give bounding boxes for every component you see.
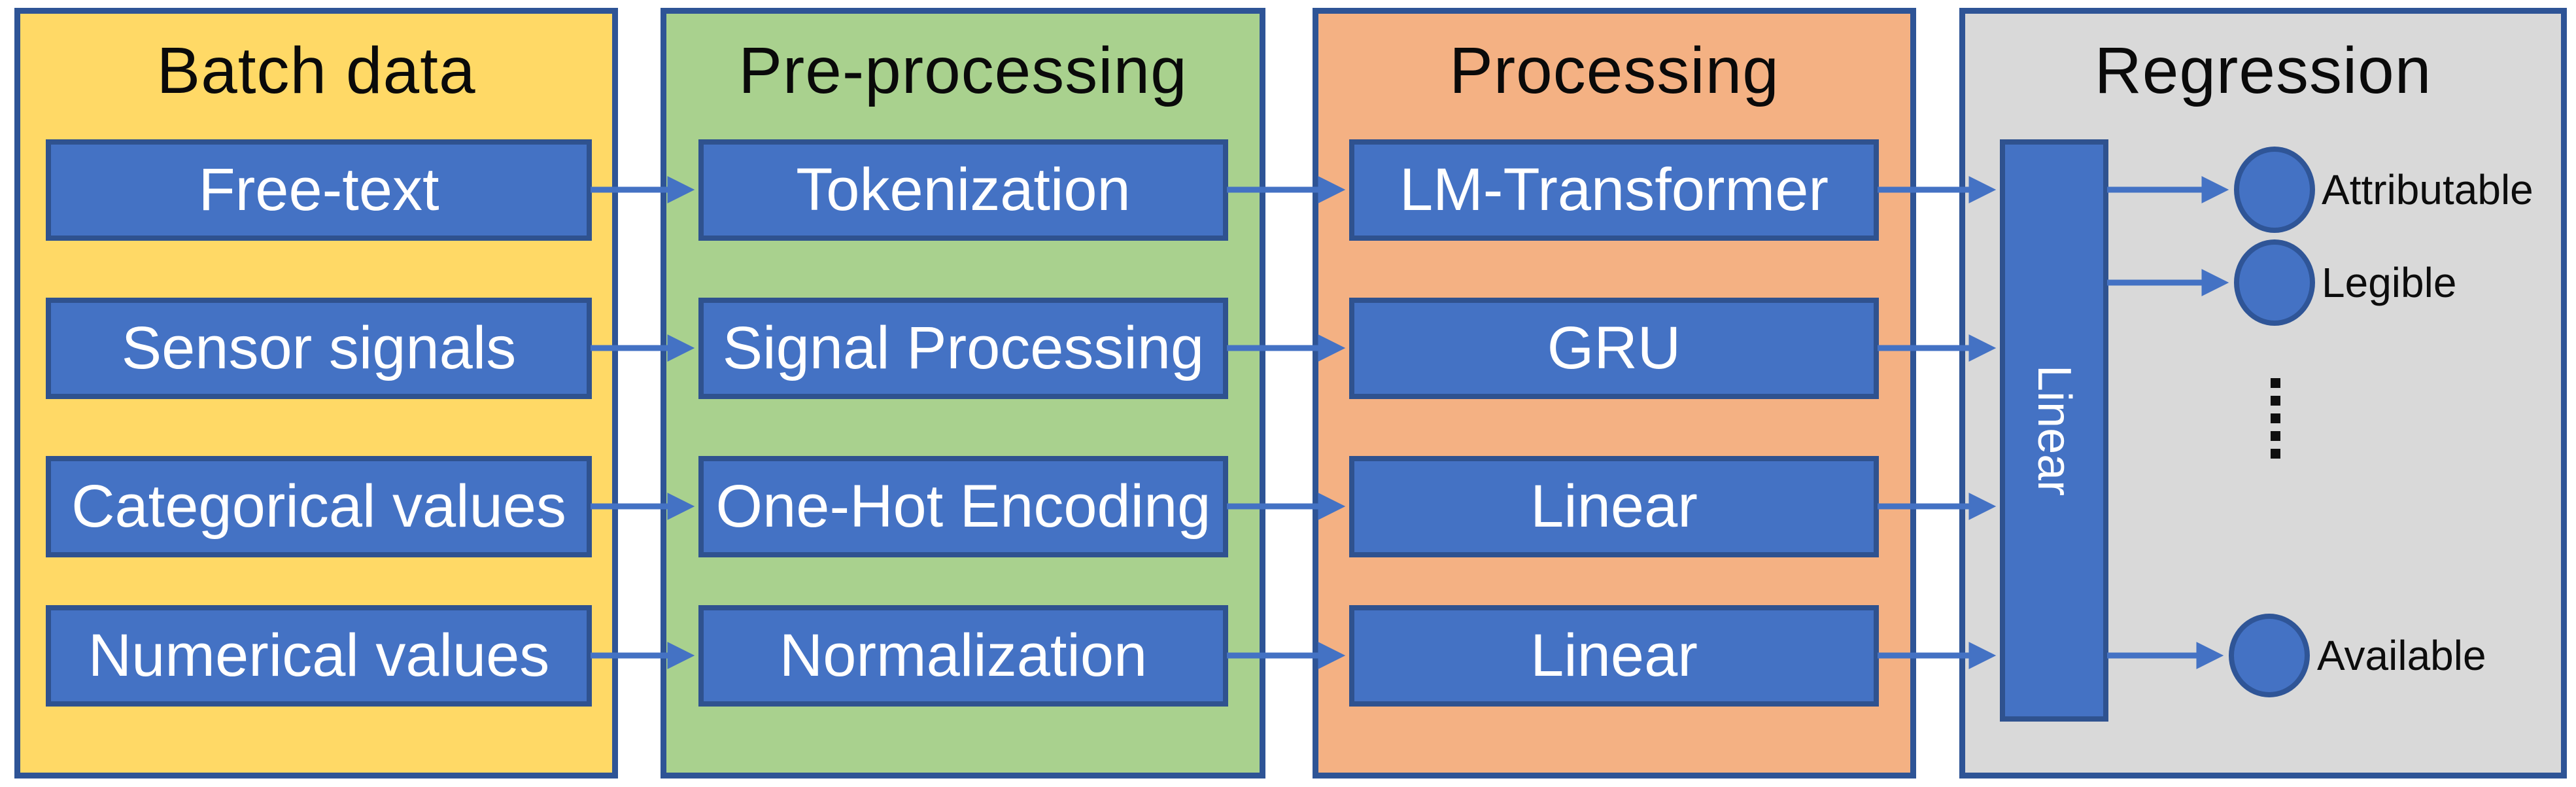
- output-node-available: [2229, 614, 2310, 697]
- vertical-ellipsis-dot: [2271, 431, 2280, 441]
- vertical-ellipsis-dot: [2271, 413, 2280, 423]
- node-signal-processing: Signal Processing: [698, 298, 1228, 399]
- pre-processing-title: Pre-processing: [738, 34, 1188, 107]
- vertical-ellipsis-dot: [2271, 449, 2280, 459]
- node-one-hot-encoding: One-Hot Encoding: [698, 456, 1228, 557]
- vertical-ellipsis-dot: [2271, 378, 2280, 388]
- node-normalization: Normalization: [698, 605, 1228, 707]
- regression-title: Regression: [2094, 34, 2432, 107]
- processing-panel: Processing LM-Transformer GRU Linear Lin…: [1313, 8, 1916, 778]
- node-tokenization: Tokenization: [698, 139, 1228, 241]
- node-categorical-values: Categorical values: [46, 456, 592, 557]
- output-node-attributable: [2234, 147, 2315, 233]
- output-label-legible: Legible: [2322, 259, 2457, 306]
- regression-panel: Regression Linear Attributable Legible A…: [1959, 8, 2567, 778]
- output-label-attributable: Attributable: [2322, 166, 2533, 213]
- node-linear-combiner: Linear: [2000, 139, 2108, 722]
- node-numerical-values: Numerical values: [46, 605, 592, 707]
- output-label-available: Available: [2317, 632, 2486, 679]
- node-gru: GRU: [1349, 298, 1879, 399]
- node-sensor-signals: Sensor signals: [46, 298, 592, 399]
- node-free-text: Free-text: [46, 139, 592, 241]
- node-linear-4: Linear: [1349, 605, 1879, 707]
- node-linear-3: Linear: [1349, 456, 1879, 557]
- batch-data-panel: Batch data Free-text Sensor signals Cate…: [14, 8, 618, 778]
- processing-title: Processing: [1449, 34, 1779, 107]
- batch-data-title: Batch data: [156, 34, 476, 107]
- node-lm-transformer: LM-Transformer: [1349, 139, 1879, 241]
- pre-processing-panel: Pre-processing Tokenization Signal Proce…: [661, 8, 1265, 778]
- output-node-legible: [2234, 239, 2315, 326]
- vertical-ellipsis-dot: [2271, 396, 2280, 406]
